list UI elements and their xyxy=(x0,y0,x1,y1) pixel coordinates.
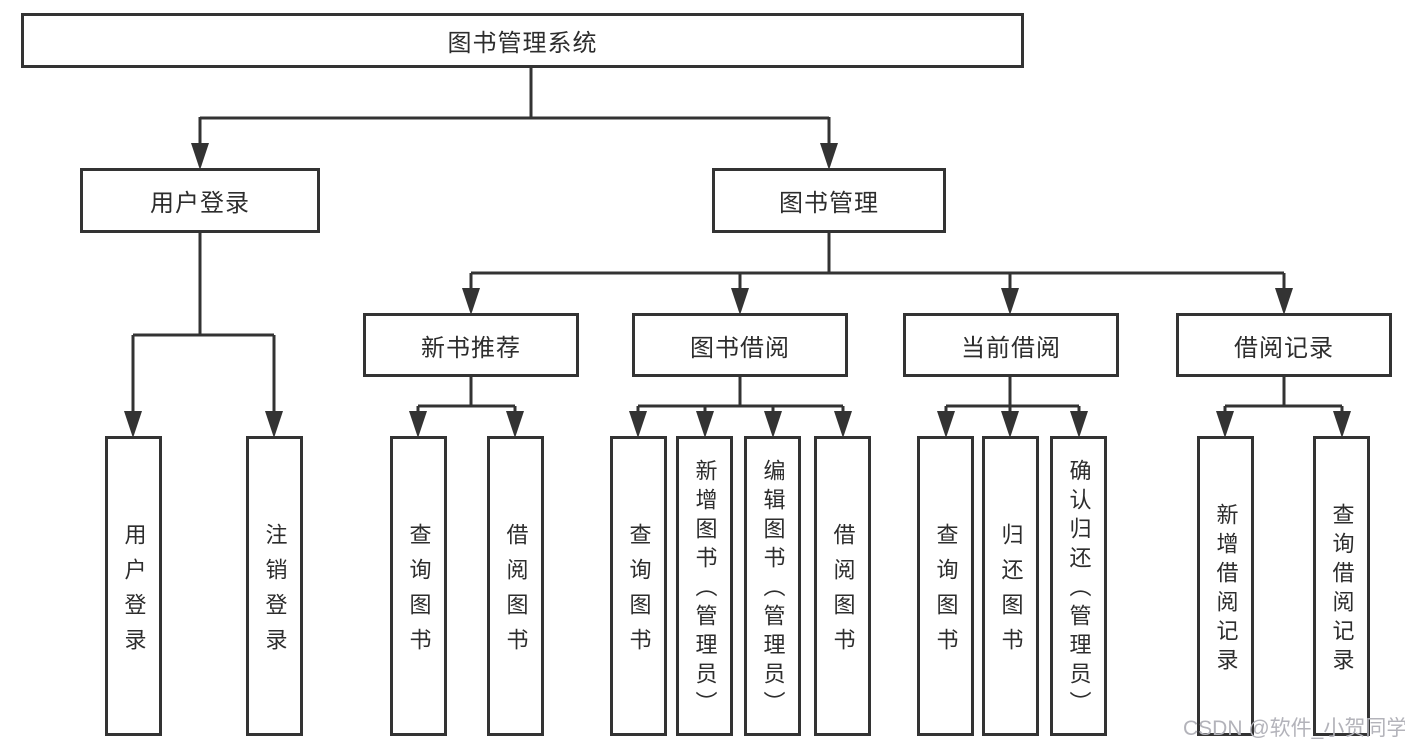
arrow-down-icon xyxy=(1333,411,1351,438)
node-label: 借阅图书 xyxy=(503,522,529,663)
node-borrow-books-rec: 借阅图书 xyxy=(487,436,544,736)
node-label: 编辑图书（管理员） xyxy=(760,459,786,720)
node-book-borrow: 图书借阅 xyxy=(632,313,848,377)
arrow-down-icon xyxy=(834,411,852,438)
node-add-book-admin: 新增图书（管理员） xyxy=(676,436,733,736)
node-label: 借阅记录 xyxy=(1234,334,1334,362)
arrow-down-icon xyxy=(764,411,782,438)
node-borrow-record: 借阅记录 xyxy=(1176,313,1392,377)
node-new-book-recommend: 新书推荐 xyxy=(363,313,579,377)
connector-book-borrow-branch xyxy=(636,377,845,433)
node-user-login-action: 用户登录 xyxy=(105,436,162,736)
arrow-down-icon xyxy=(1001,288,1019,315)
node-label: 确认归还（管理员） xyxy=(1066,459,1092,720)
node-label: 查询图书 xyxy=(626,522,652,663)
node-label: 用户登录 xyxy=(150,190,250,217)
node-label: 查询借阅记录 xyxy=(1329,502,1355,677)
node-query-borrow-record: 查询借阅记录 xyxy=(1313,436,1370,736)
node-confirm-return-admin: 确认归还（管理员） xyxy=(1050,436,1107,736)
node-library-management-system: 图书管理系统 xyxy=(21,13,1024,68)
arrow-down-icon xyxy=(820,143,838,170)
node-label: 用户登录 xyxy=(121,522,147,663)
arrow-down-icon xyxy=(1070,411,1088,438)
arrow-down-icon xyxy=(629,411,647,438)
node-label: 新增图书（管理员） xyxy=(692,459,718,720)
node-user-login: 用户登录 xyxy=(80,168,320,233)
arrow-down-icon xyxy=(937,411,955,438)
arrow-down-icon xyxy=(1275,288,1293,315)
arrow-down-icon xyxy=(191,143,209,170)
node-return-book: 归还图书 xyxy=(982,436,1039,736)
arrow-down-icon xyxy=(731,288,749,315)
node-query-books-rec: 查询图书 xyxy=(390,436,447,736)
node-label: 图书管理系统 xyxy=(447,30,598,57)
node-query-books-borrow: 查询图书 xyxy=(610,436,667,736)
node-edit-book-admin: 编辑图书（管理员） xyxy=(744,436,801,736)
arrow-down-icon xyxy=(265,411,283,438)
connector-user-login-drops xyxy=(131,335,276,433)
arrow-down-icon xyxy=(462,288,480,315)
connector-new-book-rec-branch xyxy=(416,377,517,433)
node-label: 图书借阅 xyxy=(690,334,790,362)
connector-root-drops xyxy=(198,117,831,166)
arrow-down-icon xyxy=(409,411,427,438)
csdn-watermark: CSDN @软件_小贺同学 xyxy=(1183,717,1405,740)
node-label: 注销登录 xyxy=(262,522,288,663)
connector-level3-drops xyxy=(469,273,1286,311)
arrow-down-icon xyxy=(506,411,524,438)
arrow-down-icon xyxy=(696,411,714,438)
node-book-management: 图书管理 xyxy=(712,168,946,233)
node-query-books-current: 查询图书 xyxy=(917,436,974,736)
node-add-borrow-record: 新增借阅记录 xyxy=(1197,436,1254,736)
arrow-down-icon xyxy=(1001,411,1019,438)
node-label: 新书推荐 xyxy=(421,334,521,362)
node-label: 新增借阅记录 xyxy=(1213,502,1239,677)
node-label: 归还图书 xyxy=(998,522,1024,663)
node-label: 借阅图书 xyxy=(830,522,856,663)
node-borrow-books: 借阅图书 xyxy=(814,436,871,736)
node-label: 当前借阅 xyxy=(961,334,1061,362)
arrow-down-icon xyxy=(124,411,142,438)
node-logout: 注销登录 xyxy=(246,436,303,736)
node-label: 图书管理 xyxy=(779,190,879,217)
node-label: 查询图书 xyxy=(933,522,959,663)
node-label: 查询图书 xyxy=(406,522,432,663)
connector-borrow-record-branch xyxy=(1223,377,1344,433)
node-current-borrow: 当前借阅 xyxy=(903,313,1119,377)
arrow-down-icon xyxy=(1216,411,1234,438)
